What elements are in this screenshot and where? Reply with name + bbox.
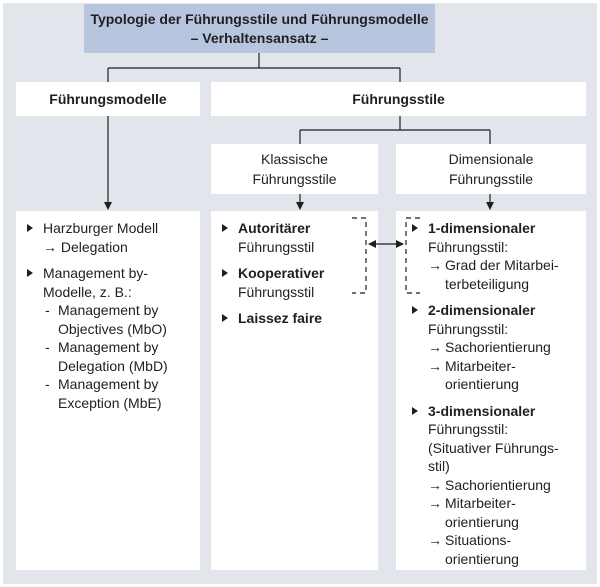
management-line-2: Modelle, z. B.: (43, 283, 132, 300)
arrow-icon: → (43, 238, 57, 255)
arrow-icon: → (428, 495, 442, 511)
dimensionale-content: 1-dimensionaler Führungsstil: →Grad der … (396, 211, 586, 570)
management-sublist: Management by Objectives (MbO) Managemen… (43, 301, 196, 412)
fuehrungsstile-label: Führungsstile (352, 91, 445, 107)
klassische-content: Autoritärer Führungsstil Kooperativer Fü… (211, 211, 378, 570)
arrow-icon: → (428, 532, 442, 548)
diagram-title: Typologie der Führungsstile und Führungs… (84, 4, 435, 53)
fuehrungsmodelle-label: Führungsmodelle (49, 91, 167, 107)
list-item-mbo: Management by Objectives (MbO) (43, 301, 196, 338)
models-list: Harzburger Modell → Delegation Managemen… (24, 219, 196, 412)
arrow-icon: → (428, 476, 442, 493)
delegation-label: Delegation (60, 238, 128, 255)
list-item-mbe: Management by Exception (MbE) (43, 375, 196, 412)
dimensionale-line-2: Führungsstile (448, 171, 534, 187)
harzburger-label: Harzburger Modell (43, 220, 159, 236)
title-line-2: – Verhaltensansatz – (190, 30, 329, 46)
management-line-1: Management by- (43, 265, 149, 281)
dimensional-list: 1-dimensionaler Führungsstil: →Grad der … (409, 219, 582, 568)
list-item-management-by: Management by- Modelle, z. B.: Managemen… (24, 264, 196, 412)
fuehrungsmodelle-content: Harzburger Modell → Delegation Managemen… (16, 211, 200, 570)
klassische-line-1: Klassische (261, 151, 328, 167)
arrow-icon: → (428, 339, 442, 355)
bracket-dimensional (405, 217, 420, 294)
list-item-2-dimensional: 2-dimensionaler Führungsstil: →Sachorien… (409, 301, 582, 394)
bracket-classic (352, 217, 367, 294)
list-item-3-dimensional: 3-dimensionaler Führungsstil: (Situative… (409, 402, 582, 569)
list-item-autoritaer: Autoritärer Führungsstil (219, 219, 374, 256)
arrow-icon: → (428, 257, 442, 273)
list-item-laissez-faire: Laissez faire (219, 309, 374, 328)
dimensionale-line-1: Dimensionale (448, 151, 534, 167)
klassische-fuehrungsstile-header: Klassische Führungsstile (211, 144, 378, 194)
klassische-line-2: Führungsstile (252, 171, 337, 187)
title-line-1: Typologie der Führungsstile und Führungs… (90, 11, 429, 27)
list-item-harzburger: Harzburger Modell → Delegation (24, 219, 196, 256)
dimensionale-fuehrungsstile-header: Dimensionale Führungsstile (396, 144, 586, 194)
fuehrungsmodelle-header: Führungsmodelle (16, 82, 200, 116)
classic-list: Autoritärer Führungsstil Kooperativer Fü… (219, 219, 374, 328)
arrow-icon: → (428, 357, 442, 374)
list-item-1-dimensional: 1-dimensionaler Führungsstil: →Grad der … (409, 219, 582, 293)
list-item-kooperativ: Kooperativer Führungsstil (219, 264, 374, 301)
list-item-mbd: Management by Delegation (MbD) (43, 338, 196, 375)
fuehrungsstile-header: Führungsstile (211, 82, 586, 116)
